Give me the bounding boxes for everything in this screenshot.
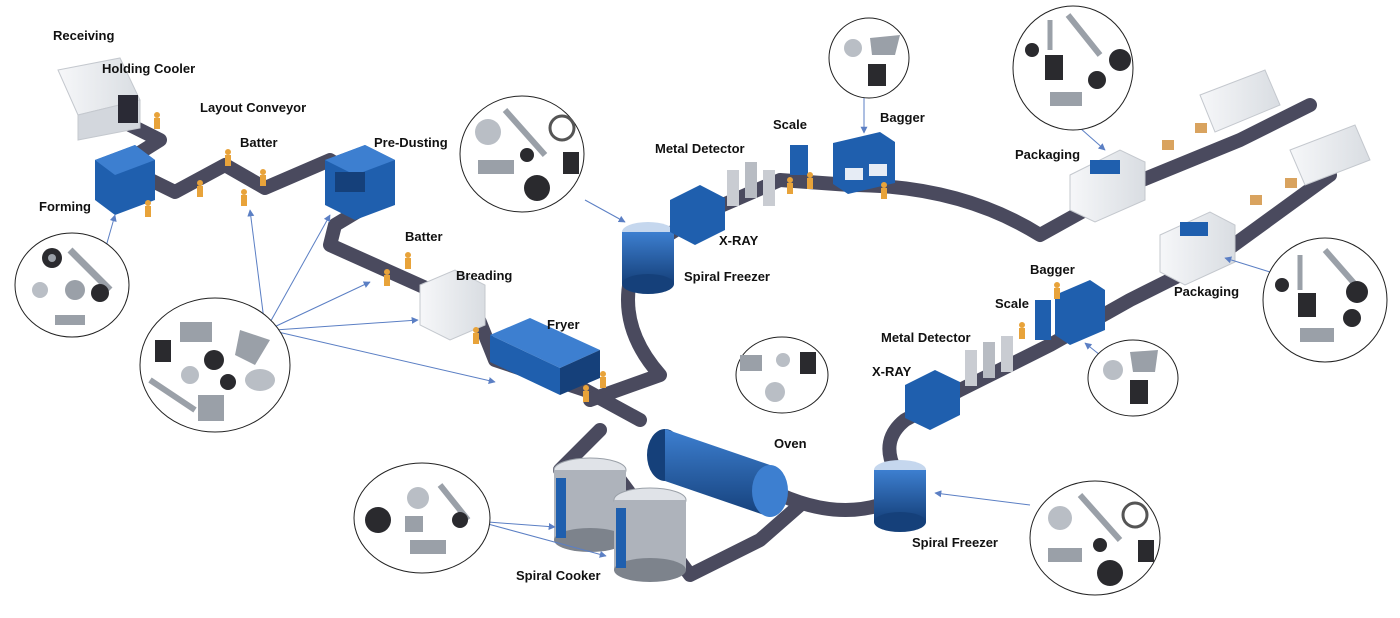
parts-callout-bagger-2 — [1087, 339, 1179, 417]
bagger-1-machine — [833, 132, 895, 194]
x-ray-2-machine — [905, 370, 960, 430]
parts-callout-packaging-2 — [1262, 237, 1388, 363]
worker-figure — [145, 200, 151, 217]
arrow-to-pre-dusting — [267, 214, 331, 327]
label-breading: Breading — [456, 268, 513, 283]
arrow-to-fryer — [277, 331, 496, 384]
arrow-to-freezer-1 — [584, 199, 626, 223]
label-layout-conveyor: Layout Conveyor — [200, 100, 307, 115]
label-metal-detector-2: Metal Detector — [881, 330, 971, 345]
product-box — [1162, 140, 1174, 150]
label-holding-cooler: Holding Cooler — [102, 61, 196, 76]
worker-figure — [600, 371, 606, 388]
arrow-to-packaging-1 — [1079, 127, 1106, 151]
worker-figure — [154, 112, 160, 129]
parts-callout-freezer-2 — [1029, 480, 1161, 596]
label-spiral-freezer-2: Spiral Freezer — [912, 535, 998, 550]
scale-1-machine — [790, 145, 808, 175]
spiral-freezer-2-machine — [874, 460, 926, 532]
parts-callout-freezer-1 — [459, 95, 585, 213]
forming-machine — [95, 145, 155, 215]
worker-figure — [260, 169, 266, 186]
label-batter-2: Batter — [405, 229, 443, 244]
worker-figure — [583, 385, 589, 402]
worker-figure — [787, 177, 793, 194]
label-packaging-2: Packaging — [1174, 284, 1240, 299]
metal-detector-1-machine — [727, 162, 775, 206]
label-scale-2: Scale — [995, 296, 1029, 311]
product-box — [1285, 178, 1297, 188]
bagger-2-machine — [1035, 280, 1105, 345]
arrow-to-breading — [274, 316, 419, 331]
product-box — [1195, 123, 1207, 133]
label-forming: Forming — [39, 199, 91, 214]
label-metal-detector-1: Metal Detector — [655, 141, 745, 156]
worker-figure — [807, 172, 813, 189]
x-ray-1-machine — [670, 185, 725, 245]
parts-callout-batter-breading — [139, 297, 291, 433]
label-bagger-2: Bagger — [1030, 262, 1075, 277]
pre-dusting-machine — [325, 145, 395, 220]
parts-callout-bagger-1 — [828, 17, 910, 99]
parts-callout-spiral-cooker — [353, 462, 491, 574]
holding-cooler-machine — [57, 57, 141, 141]
arrow-to-batter-1 — [247, 209, 266, 329]
label-fryer: Fryer — [547, 317, 580, 332]
worker-figure — [384, 269, 390, 286]
arrow-to-spiral-cooker-b — [487, 523, 607, 558]
worker-figure — [197, 180, 203, 197]
arrow-to-bagger-2 — [1084, 342, 1101, 356]
worker-figure — [1054, 282, 1060, 299]
label-bagger-1: Bagger — [880, 110, 925, 125]
breading-machine — [419, 269, 486, 341]
conveyor-network — [113, 98, 1337, 582]
label-receiving: Receiving — [53, 28, 115, 43]
worker-figure — [405, 252, 411, 269]
workers — [145, 112, 1060, 402]
label-packaging-1: Packaging — [1015, 147, 1081, 162]
label-x-ray-2: X-RAY — [872, 364, 912, 379]
callout-arrows — [104, 98, 1271, 558]
label-scale-1: Scale — [773, 117, 807, 132]
arrow-to-spiral-cooker-a — [487, 521, 556, 531]
conveyor-lower-line — [882, 168, 1337, 477]
label-spiral-cooker: Spiral Cooker — [516, 568, 601, 583]
parts-callout-oven — [735, 336, 829, 414]
parts-callout-packaging-1 — [1012, 5, 1134, 131]
label-x-ray-1: X-RAY — [719, 233, 759, 248]
worker-figure — [473, 327, 479, 344]
arrow-to-freezer-2 — [934, 490, 1031, 506]
fryer-machine — [490, 318, 600, 395]
worker-figure — [225, 149, 231, 166]
product-box — [1250, 195, 1262, 205]
worker-figure — [881, 182, 887, 199]
worker-figure — [241, 189, 247, 206]
spiral-freezer-1-machine — [622, 222, 674, 294]
arrow-to-packaging-2 — [1224, 256, 1271, 273]
oven-machine — [647, 429, 788, 517]
spiral-cooker-machines — [553, 457, 687, 582]
metal-detector-2-machine — [965, 336, 1013, 386]
label-batter-1: Batter — [240, 135, 278, 150]
label-pre-dusting: Pre-Dusting — [374, 135, 448, 150]
arrow-to-batter-2 — [271, 281, 371, 329]
label-spiral-freezer-1: Spiral Freezer — [684, 269, 770, 284]
packaging-1-machine — [1069, 69, 1281, 223]
label-oven: Oven — [774, 436, 807, 451]
packaging-2-machine — [1159, 124, 1371, 286]
product-boxes — [1162, 123, 1297, 205]
worker-figure — [1019, 322, 1025, 339]
parts-callout-forming — [14, 232, 130, 338]
